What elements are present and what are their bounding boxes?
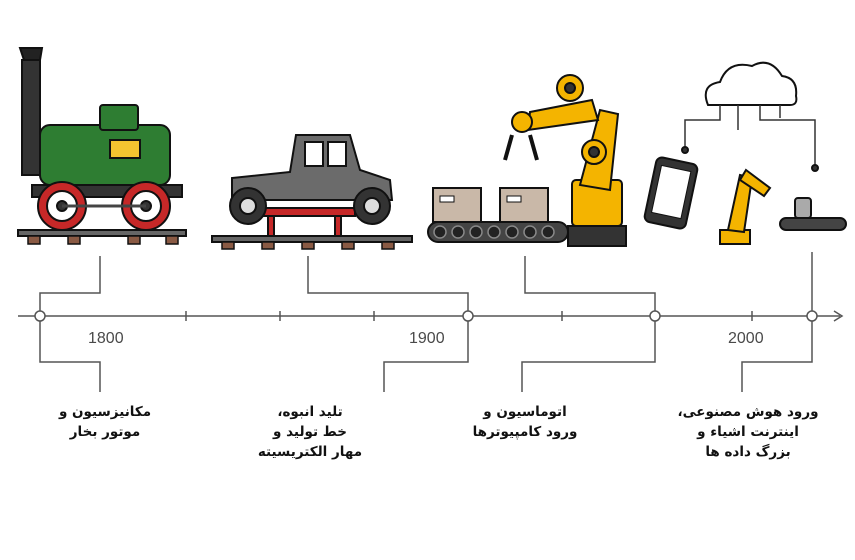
caption-line: ورود کامپیوترها [472, 424, 578, 440]
caption-line: بزرگ داده ها [705, 444, 791, 460]
year-label-1800: 1800 [88, 330, 124, 347]
era-node-ai [806, 310, 818, 322]
caption-line: خط تولید و [273, 424, 347, 440]
era-node-steam [34, 310, 46, 322]
robotic-arm-conveyor-icon [427, 74, 627, 247]
caption-line: تلید انبوه، [277, 404, 343, 420]
year-label-2000: 2000 [728, 330, 764, 347]
era-caption-ai: ورود هوش مصنوعی، اینترنت اشیاء و بزرگ دا… [668, 402, 828, 462]
era-bracket-automation [521, 256, 656, 392]
caption-line: ورود هوش مصنوعی، [677, 404, 819, 420]
era-bracket-steam [39, 256, 101, 392]
year-label-1900: 1900 [409, 330, 445, 347]
timeline-ticks [185, 311, 753, 321]
locomotive-icon [17, 47, 187, 245]
caption-line: مهار الکتریسیته [257, 444, 363, 460]
vintage-car-icon [211, 134, 413, 250]
timeline-arrowhead [833, 310, 844, 322]
caption-line: مکانیزسیون و [58, 404, 152, 420]
era-bracket-assembly [307, 256, 469, 392]
caption-line: موتور بخار [69, 424, 141, 440]
era-node-assembly [462, 310, 474, 322]
era-caption-assembly: تلید انبوه، خط تولید و مهار الکتریسیته [240, 402, 380, 462]
era-caption-steam: مکانیزسیون و موتور بخار [40, 402, 170, 442]
era-bracket-ai [741, 252, 813, 392]
cloud-iot-icon [643, 61, 847, 245]
timeline-structure [18, 252, 844, 392]
caption-line: اینترنت اشیاء و [697, 424, 799, 440]
era-caption-automation: اتوماسیون و ورود کامپیوترها [460, 402, 590, 442]
caption-line: اتوماسیون و [483, 404, 567, 420]
era-node-automation [649, 310, 661, 322]
